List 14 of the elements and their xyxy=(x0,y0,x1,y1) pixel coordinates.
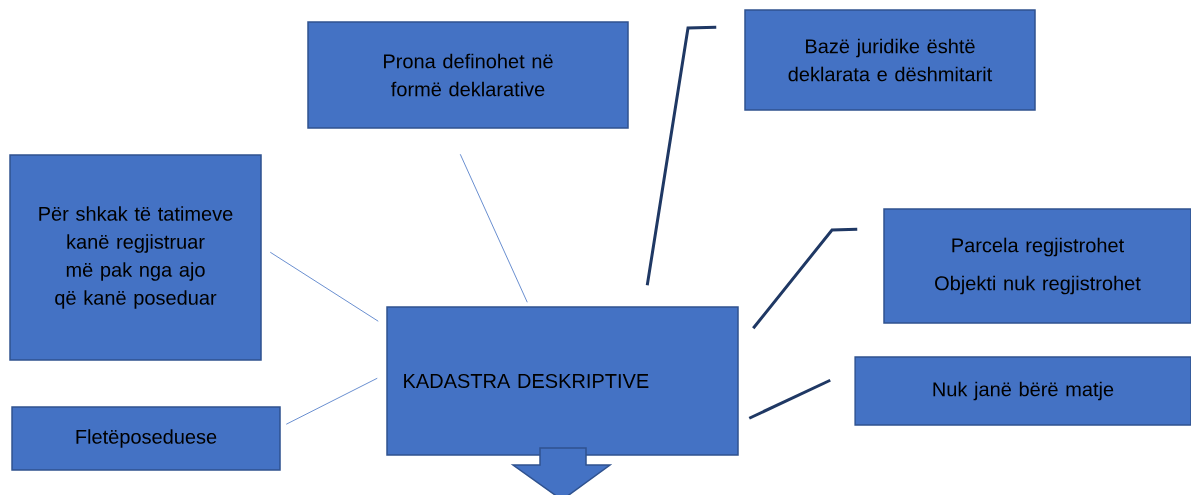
connector-line xyxy=(748,378,831,420)
text-box: Bazë juridike është deklarata e dëshmitarit xyxy=(744,9,1036,111)
text-box: Prona definohet në formë deklarative xyxy=(307,21,629,129)
connector-line xyxy=(645,25,717,286)
connector-line xyxy=(269,251,379,322)
text-box: KADASTRA DESKRIPTIVE xyxy=(386,306,739,456)
text-box: Nuk janë bërë matje xyxy=(854,356,1191,426)
text-box: Parcela regjistrohet Objekti nuk regjistrohet xyxy=(883,208,1191,324)
connector-line xyxy=(285,377,378,425)
down-arrow xyxy=(510,447,613,495)
connector-line xyxy=(752,227,858,330)
text-box: Fletëposeduese xyxy=(11,406,281,471)
text-box: Për shkak të tatimeve kanë regjistruar më pak nga ajo që kanë poseduar xyxy=(9,154,262,361)
connector-line xyxy=(459,153,528,303)
